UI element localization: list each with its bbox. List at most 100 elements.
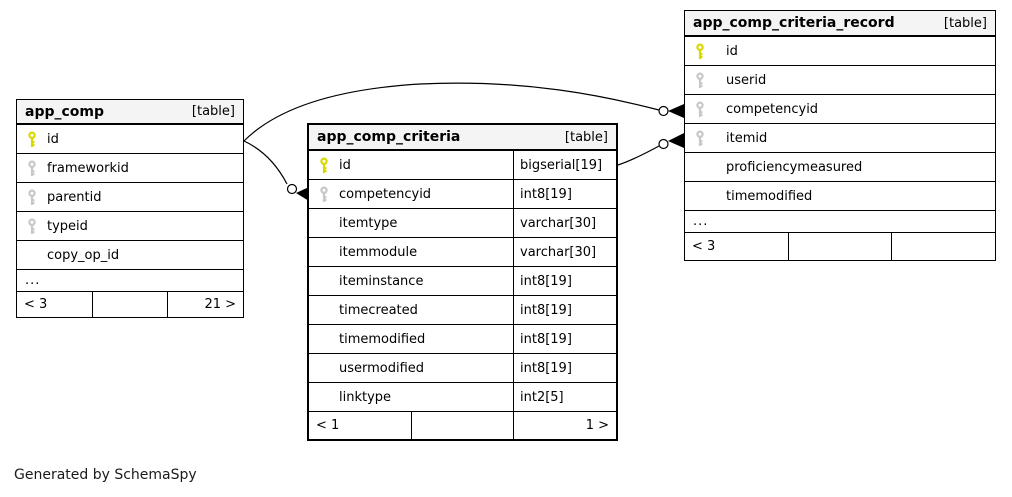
column-type: bigserial[19] (513, 151, 616, 179)
footer-middle-cell (787, 233, 893, 260)
column-row-id: id (685, 37, 995, 66)
column-row-itemmodule: itemmodule varchar[30] (309, 238, 616, 267)
table-type-badge: [table] (564, 129, 608, 145)
no-key-spacer (318, 389, 330, 406)
table-type-badge: [table] (943, 15, 987, 31)
more-columns-ellipsis: ... (685, 211, 995, 233)
primary-key-icon (318, 156, 330, 174)
column-name: userid (726, 72, 767, 88)
no-key-spacer (318, 360, 330, 377)
column-row-timecreated: timecreated int8[19] (309, 296, 616, 325)
foreign-key-icon (694, 71, 706, 89)
edge-appcomp-to-criteria-competencyid (243, 140, 309, 201)
primary-key-icon (26, 130, 38, 148)
table-node-app-comp[interactable]: app_comp [table] id frameworkid parentid ty… (16, 99, 244, 318)
column-type: int8[19] (513, 296, 616, 324)
column-row-iteminstance: iteminstance int8[19] (309, 267, 616, 296)
column-name: proficiencymeasured (726, 159, 863, 175)
table-footer: < 1 1 > (309, 412, 616, 439)
column-name: id (726, 43, 738, 59)
edge-criteria-to-record-itemid (617, 133, 684, 166)
column-name: frameworkid (47, 160, 129, 176)
column-name: competencyid (339, 186, 432, 202)
table-footer: < 3 (685, 233, 995, 260)
child-count: 21 > (204, 297, 237, 312)
more-columns-ellipsis: ... (17, 270, 243, 292)
column-name: typeid (47, 218, 88, 234)
column-type: int8[19] (513, 180, 616, 208)
column-row-itemtype: itemtype varchar[30] (309, 209, 616, 238)
column-name: timemodified (339, 331, 426, 347)
crowfoot-arrow (668, 133, 684, 148)
column-name: id (47, 131, 59, 147)
no-key-spacer (318, 273, 330, 290)
table-header[interactable]: app_comp_criteria_record [table] (685, 11, 995, 37)
zero-or-many-circle (286, 183, 298, 195)
column-name: itemid (726, 130, 768, 146)
column-row-frameworkid: frameworkid (17, 154, 243, 183)
foreign-key-icon (26, 217, 38, 235)
table-node-app-comp-criteria[interactable]: app_comp_criteria [table] id bigserial[19… (307, 123, 618, 441)
column-row-itemid: itemid (685, 124, 995, 153)
primary-key-icon (694, 42, 706, 60)
footer-middle-cell (91, 292, 169, 317)
no-key-spacer (694, 188, 706, 205)
no-key-spacer (318, 244, 330, 261)
child-count (892, 233, 995, 260)
column-name: timemodified (726, 188, 813, 204)
foreign-key-icon (26, 188, 38, 206)
column-name: id (339, 157, 351, 173)
crowfoot-arrow (668, 104, 684, 118)
column-name: iteminstance (339, 273, 424, 289)
column-type: int8[19] (513, 325, 616, 353)
parent-count: < 3 (692, 239, 716, 254)
column-type: int8[19] (513, 354, 616, 382)
column-name: linktype (339, 389, 392, 405)
no-key-spacer (694, 159, 706, 176)
column-row-proficiencymeasured: proficiencymeasured (685, 153, 995, 182)
column-row-id: id bigserial[19] (309, 151, 616, 180)
column-name: timecreated (339, 302, 418, 318)
table-name: app_comp_criteria (317, 129, 461, 145)
table-footer: < 3 21 > (17, 292, 243, 317)
table-node-app-comp-criteria-record[interactable]: app_comp_criteria_record [table] id useri… (684, 10, 996, 261)
column-row-typeid: typeid (17, 212, 243, 241)
column-name: itemtype (339, 215, 398, 231)
table-type-badge: [table] (191, 104, 235, 119)
column-name: competencyid (726, 101, 819, 117)
no-key-spacer (318, 215, 330, 232)
column-row-copy_op_id: copy_op_id (17, 241, 243, 270)
zero-or-many-circle (658, 105, 669, 117)
table-header[interactable]: app_comp [table] (17, 100, 243, 125)
column-row-parentid: parentid (17, 183, 243, 212)
table-name: app_comp (25, 103, 105, 120)
foreign-key-icon (694, 100, 706, 118)
parent-count: < 1 (316, 418, 340, 433)
column-name: parentid (47, 189, 102, 205)
column-row-timemodified: timemodified int8[19] (309, 325, 616, 354)
foreign-key-icon (318, 185, 330, 203)
zero-or-many-circle (658, 138, 669, 150)
column-type: int2[5] (513, 383, 616, 411)
foreign-key-icon (26, 159, 38, 177)
footer-middle-cell (410, 412, 515, 439)
column-type: varchar[30] (513, 209, 616, 237)
column-row-linktype: linktype int2[5] (309, 383, 616, 412)
column-name: copy_op_id (47, 247, 120, 263)
table-header[interactable]: app_comp_criteria [table] (309, 125, 616, 151)
parent-count: < 3 (24, 297, 48, 312)
column-type: varchar[30] (513, 238, 616, 266)
no-key-spacer (318, 302, 330, 319)
no-key-spacer (318, 331, 330, 348)
table-name: app_comp_criteria_record (693, 15, 895, 31)
foreign-key-icon (694, 129, 706, 147)
column-type: int8[19] (513, 267, 616, 295)
column-name: itemmodule (339, 244, 418, 260)
column-row-userid: userid (685, 66, 995, 95)
no-key-spacer (26, 247, 38, 264)
column-row-timemodified: timemodified (685, 182, 995, 211)
column-row-id: id (17, 125, 243, 154)
